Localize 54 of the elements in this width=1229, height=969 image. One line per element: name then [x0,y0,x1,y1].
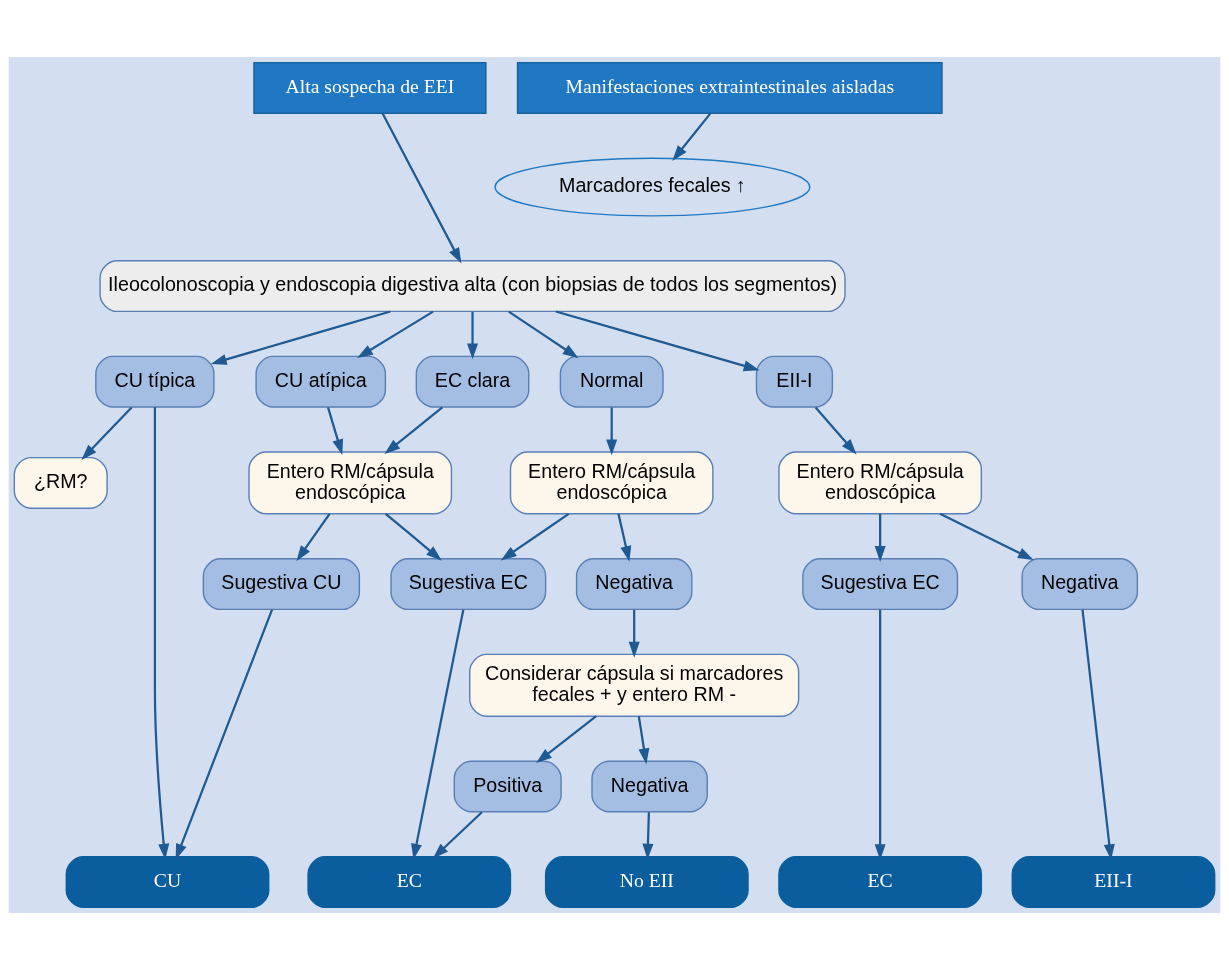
arrow [500,512,570,560]
node-box: Entero RM/cápsula endoscópica [509,450,714,515]
arrow [153,406,170,860]
arrow [384,406,443,454]
node-box: Normal [559,355,664,408]
arrow [617,513,632,562]
arrow [384,512,442,561]
node-box: Sugestiva CU [202,557,361,610]
arrow [326,406,344,455]
arrow [606,406,618,455]
arrow [210,309,391,365]
arrow [874,609,886,860]
node-box: EII-I [755,355,834,408]
arrow [432,810,483,858]
node-box: EC [307,855,512,908]
arrow [672,112,712,161]
node-box: Positiva [453,760,562,812]
node-box: Negativa [575,557,693,610]
arrow [939,512,1034,560]
node-box: No EII [544,855,749,908]
arrow [628,609,640,658]
node-box: EII-I [1011,855,1216,908]
node-box: CU atípica [255,355,387,408]
arrow [536,714,597,763]
arrow [814,406,857,454]
node-box: Manifestaciones extraintestinales aisladas [516,61,943,114]
node-box: Entero RM/cápsula endoscópica [778,450,983,515]
arrow [555,309,760,371]
node-box: Sugestiva EC [390,557,547,610]
node-box: CU típica [95,355,215,408]
arrow [357,310,434,358]
node-box: CU [65,855,270,908]
node-ellipse: Marcadores fecales ↑ [494,157,811,217]
arrow [467,311,479,359]
arrow [411,609,465,860]
node-box: Sugestiva EC [802,557,959,610]
arrow [874,513,886,562]
arrow [508,310,579,358]
arrow [175,608,274,860]
arrow [1081,609,1115,860]
node-box: ¿RM? [13,456,108,509]
node-box: Alta sospecha de EEI [253,61,487,114]
arrow [642,811,654,860]
node-box: Entero RM/cápsula endoscópica [248,450,453,515]
node-box: EC [778,855,983,908]
node-box: Negativa [1021,557,1139,610]
arrow [296,512,331,561]
node-box: Considerar cápsula si marcadores fecales + y entero RM - [469,653,800,717]
arrow [81,406,133,460]
arrow [381,112,462,264]
node-box: Negativa [591,760,708,812]
arrow [637,715,650,764]
node-box: EC clara [415,355,530,408]
node-box: Ileocolonoscopia y endoscopia digestiva alta (con biopsias de todos los segmentos) [99,259,846,312]
